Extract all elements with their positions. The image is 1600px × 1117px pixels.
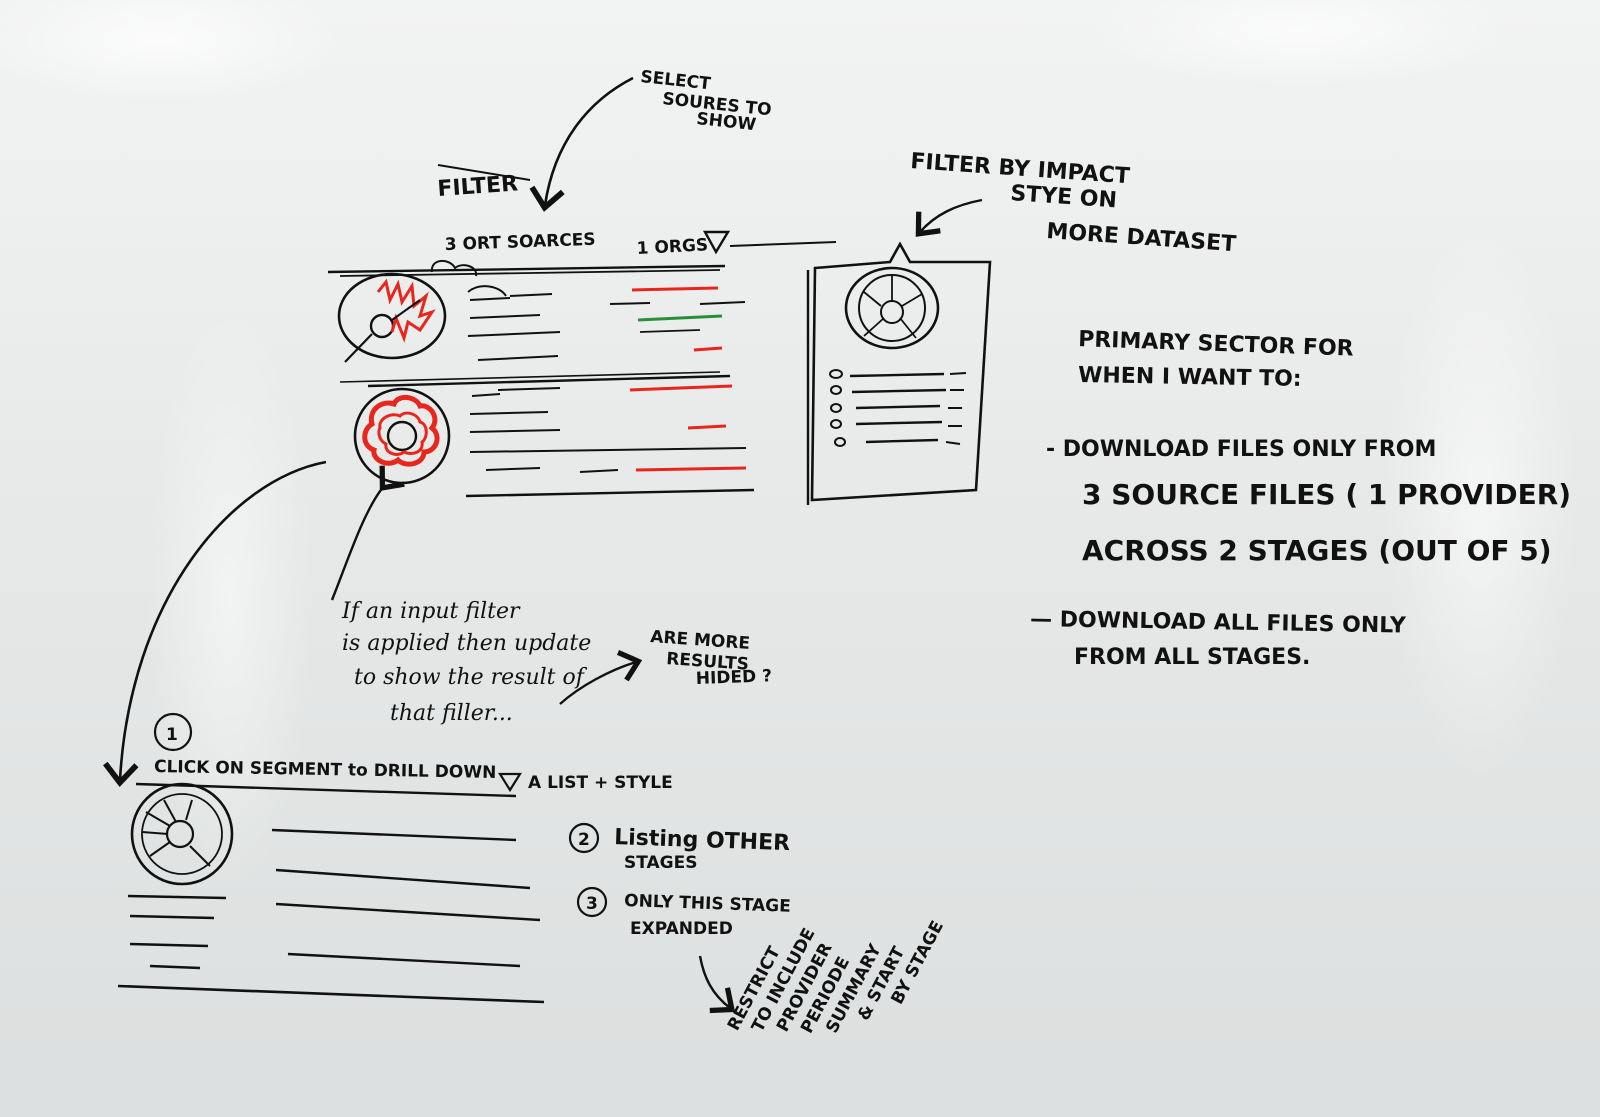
note-line: HIDED ? <box>695 666 772 689</box>
donut-chart-1 <box>337 272 447 363</box>
list-top-rule <box>327 264 726 274</box>
scribble-strike <box>437 164 531 181</box>
label-ort-sources: 3 ORT SOARCES <box>444 230 595 255</box>
note-line: MORE DATASET <box>1046 219 1237 257</box>
note-line: to show the result of <box>354 665 588 690</box>
list-row-1 <box>467 286 746 361</box>
note-step-3: ONLY THIS STAGE EXPANDED <box>624 891 791 939</box>
note-line: 3 SOURCE FILES ( 1 PROVIDER) <box>1082 478 1571 511</box>
note-line: WHEN I WANT TO: <box>1078 363 1302 392</box>
note-line: FROM ALL STAGES. <box>1074 645 1310 670</box>
step-3-number: 3 <box>586 894 598 914</box>
step-2-badge <box>568 822 600 854</box>
donut-highlight <box>376 278 436 343</box>
note-line: If an input filter <box>341 599 521 624</box>
arrow-to-donut <box>330 465 405 601</box>
arrow-select-sources <box>529 76 634 212</box>
note-line: that filler... <box>390 701 513 726</box>
step-3-badge <box>576 886 608 918</box>
note-download-b: — DOWNLOAD ALL FILES ONLY FROM ALL STAGE… <box>1030 607 1407 670</box>
step-2-number: 2 <box>578 830 590 850</box>
note-line: — DOWNLOAD ALL FILES ONLY <box>1030 607 1407 639</box>
drilldown-list <box>117 828 545 1004</box>
note-select-sources: SELECT SOURES TO SHOW <box>639 67 772 135</box>
note-line: ARE MORE <box>650 627 751 654</box>
note-filter-by-impact: FILTER BY IMPACT STYE ON MORE DATASET <box>910 149 1237 257</box>
arrow-restrict <box>698 955 736 1014</box>
cursor-scribble <box>430 260 478 277</box>
note-line: ONLY THIS STAGE <box>624 891 791 917</box>
filter-triangle-icon <box>702 230 731 255</box>
side-panel-sketch <box>806 241 992 505</box>
note-line: ACROSS 2 STAGES (OUT OF 5) <box>1082 534 1552 567</box>
note-line: EXPANDED <box>630 919 733 939</box>
label-orgs-filter: 1 ORGS <box>636 235 708 259</box>
note-line: Listing OTHER <box>614 825 791 856</box>
step-1-badge <box>153 712 193 752</box>
step-1-tail: A LIST + STYLE <box>528 773 673 793</box>
note-more-results: ARE MORE RESULTS HIDED ? <box>650 627 773 689</box>
note-step-2: Listing OTHER STAGES <box>614 825 791 873</box>
note-input-filter: If an input filter is applied then updat… <box>341 599 591 726</box>
note-line: PRIMARY SECTOR FOR <box>1078 327 1354 362</box>
note-line: is applied then update <box>342 631 591 656</box>
note-line: STAGES <box>624 853 698 873</box>
connector-line <box>729 241 837 247</box>
donut-chart-2 <box>353 387 451 485</box>
arrow-filter-by-impact <box>915 198 983 237</box>
step-1-label: CLICK ON SEGMENT to DRILL DOWN <box>154 757 497 783</box>
step-1-number: 1 <box>166 725 178 745</box>
drilldown-donut <box>130 782 234 886</box>
dropdown-triangle-icon <box>498 772 522 793</box>
arrow-more-results <box>559 650 643 705</box>
note-restrict: RESTRICT TO INCLUDE PROVIDER PERIODE SUM… <box>724 918 948 1037</box>
note-primary-sector: PRIMARY SECTOR FOR WHEN I WANT TO: <box>1078 327 1354 392</box>
arrow-to-drilldown <box>103 460 327 787</box>
list-row-2 <box>465 384 755 498</box>
note-line: - DOWNLOAD FILES ONLY FROM <box>1046 437 1436 462</box>
note-download-a: - DOWNLOAD FILES ONLY FROM 3 SOURCE FILE… <box>1046 437 1571 567</box>
list-row-divider <box>367 374 731 388</box>
